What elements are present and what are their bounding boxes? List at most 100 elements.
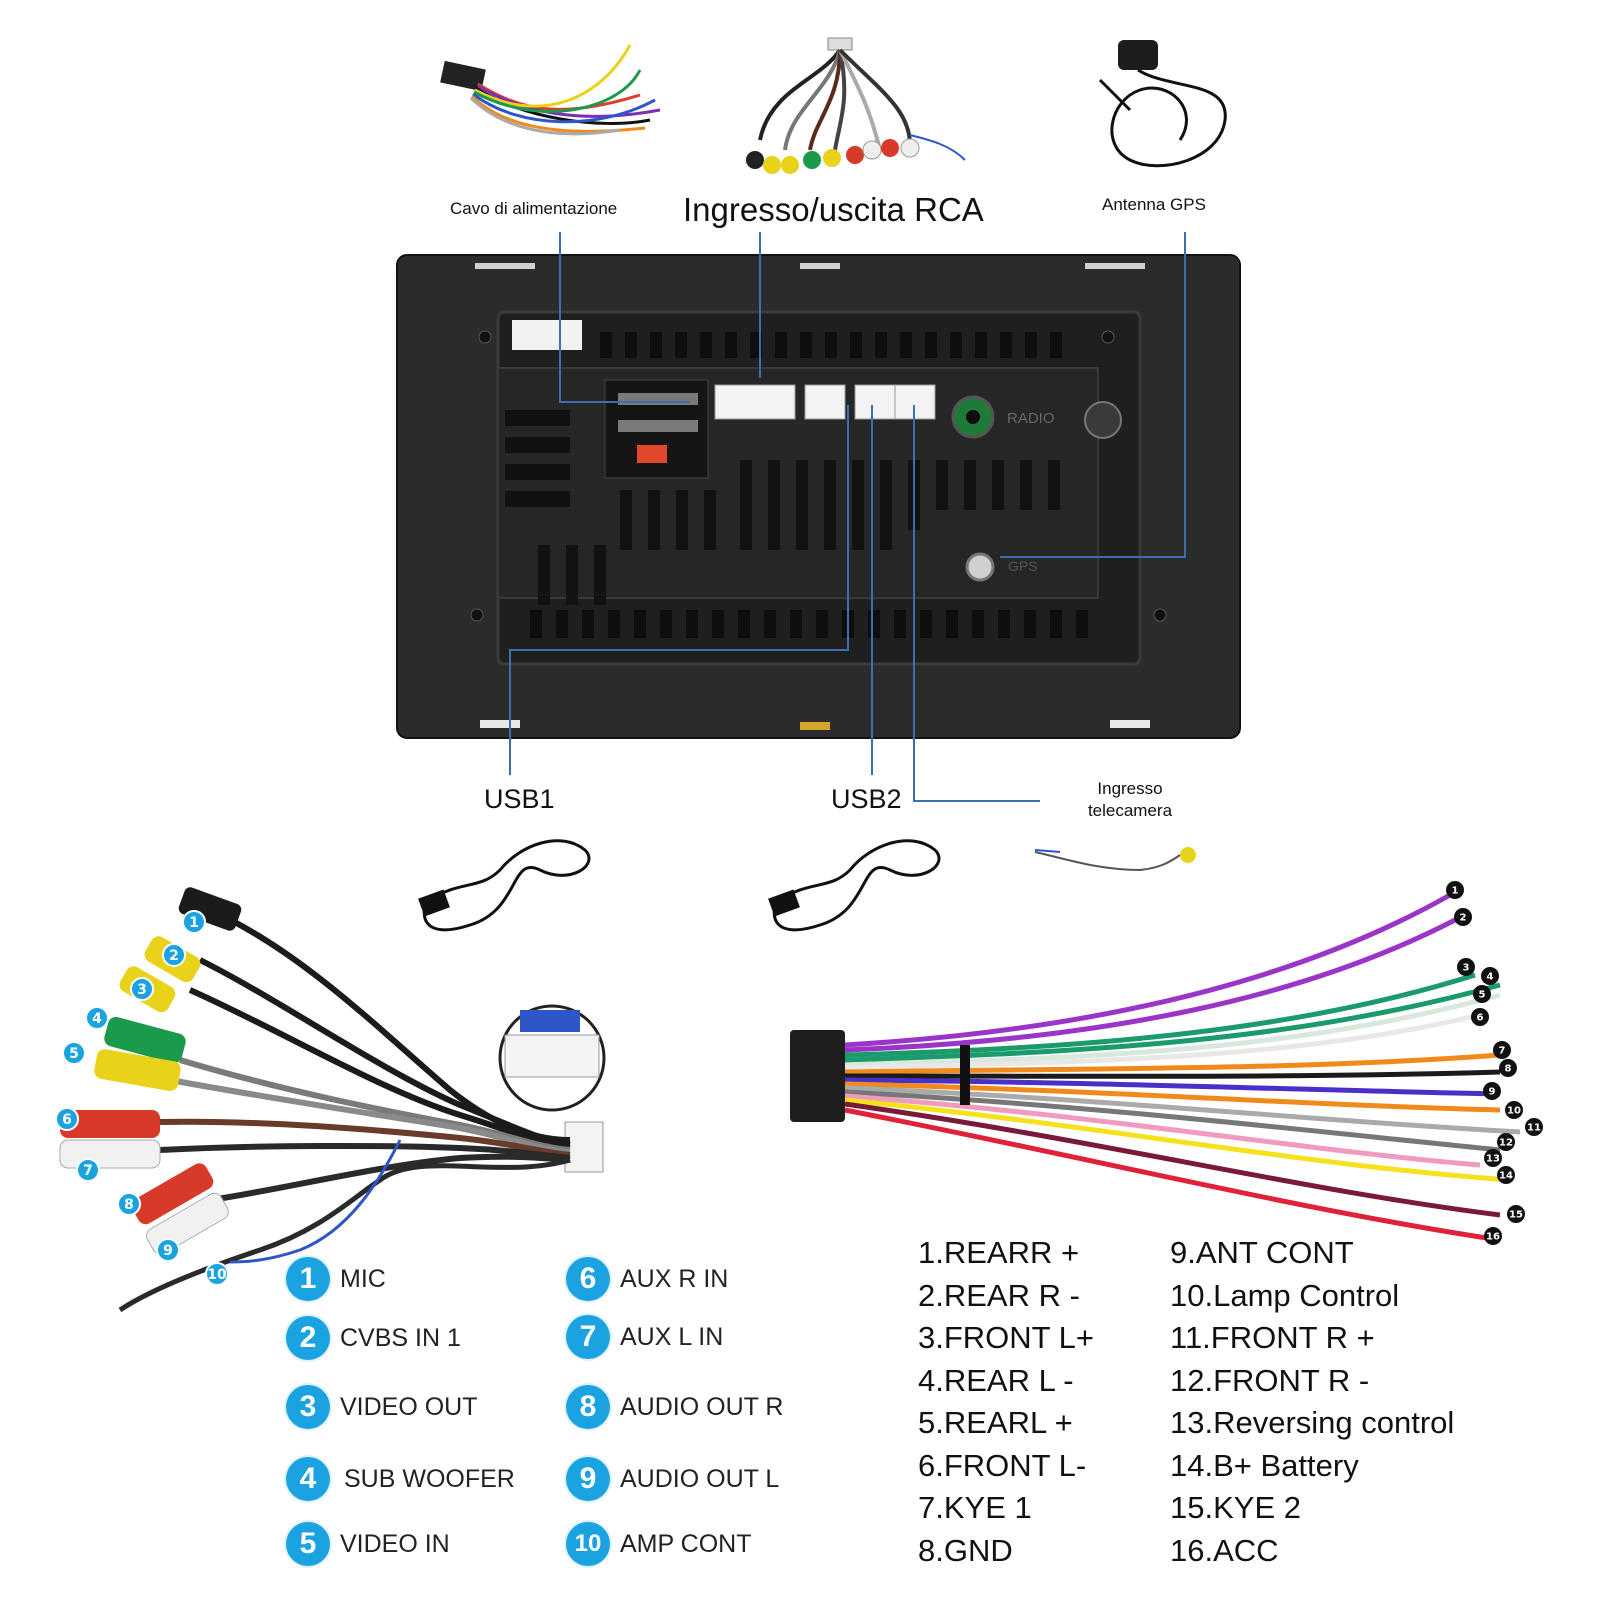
svg-text:8: 8: [124, 1197, 134, 1213]
legend-badge: 8: [566, 1385, 610, 1429]
pin-item: 10.Lamp Control: [1170, 1277, 1400, 1313]
usb-cable-illustrations: [418, 839, 941, 932]
svg-text:11: 11: [1527, 1123, 1541, 1134]
legend-item: 8 AUDIO OUT R: [566, 1385, 783, 1429]
rca-number-tag: 7: [76, 1158, 100, 1182]
pin-item: 8.GND: [918, 1532, 1013, 1568]
svg-text:9: 9: [163, 1243, 173, 1259]
svg-text:6: 6: [62, 1112, 72, 1128]
legend-badge: 9: [566, 1457, 610, 1501]
legend-label: AUX R IN: [620, 1264, 729, 1293]
rca-harness-illustration: [746, 37, 966, 174]
wire-number-tag: 14: [1497, 1166, 1515, 1184]
wire-number-tag: 15: [1507, 1205, 1525, 1223]
legend-item: 2 CVBS IN 1: [286, 1316, 461, 1360]
pin-item: 1.REARR +: [918, 1235, 1080, 1270]
legend-item: 3 VIDEO OUT: [286, 1385, 478, 1429]
legend-badge: 7: [566, 1315, 610, 1359]
wire-number-tag: 13: [1484, 1149, 1502, 1167]
gps-marking: GPS: [1008, 558, 1038, 574]
pin-item: 5.REARL +: [918, 1405, 1073, 1440]
rca-number-tag: 3: [130, 977, 154, 1001]
pin-item: 6.FRONT L-: [918, 1447, 1087, 1483]
power-pin-list-right: 9.ANT CONT 10.Lamp Control 11.FRONT R + …: [1170, 1232, 1454, 1572]
svg-text:5: 5: [1479, 990, 1486, 1001]
legend-label: SUB WOOFER: [344, 1464, 515, 1493]
wire-number-tag: 5: [1473, 985, 1491, 1003]
radio-marking: RADIO: [1007, 410, 1055, 427]
pin-item: 9.ANT CONT: [1170, 1235, 1354, 1270]
legend-item: 5 VIDEO IN: [286, 1522, 450, 1566]
rca-number-tag: 10: [205, 1262, 229, 1286]
svg-text:7: 7: [1499, 1046, 1506, 1057]
svg-text:9: 9: [1489, 1087, 1496, 1098]
legend-badge: 6: [566, 1257, 610, 1301]
power-cable-label: Cavo di alimentazione: [450, 199, 618, 218]
legend-item: 7 AUX L IN: [566, 1315, 723, 1359]
svg-text:2: 2: [169, 948, 179, 964]
wire-number-tag: 6: [1471, 1008, 1489, 1026]
legend-label: MIC: [340, 1264, 386, 1293]
legend-badge: 3: [286, 1385, 330, 1429]
legend-item: 10 AMP CONT: [566, 1522, 752, 1566]
wire-number-tag: 9: [1483, 1082, 1501, 1100]
rca-number-tag: 4: [85, 1006, 109, 1030]
pin-item: 14.B+ Battery: [1170, 1447, 1359, 1483]
rca-number-tag: 8: [117, 1192, 141, 1216]
head-unit-back: [396, 254, 1241, 739]
svg-text:1: 1: [1452, 886, 1459, 897]
legend-badge: 4: [286, 1457, 330, 1501]
svg-text:3: 3: [137, 982, 147, 998]
legend-label: VIDEO IN: [340, 1529, 450, 1558]
legend-item: 9 AUDIO OUT L: [566, 1457, 779, 1501]
leader-lines: [509, 232, 1186, 802]
wire-number-tag: 12: [1497, 1133, 1515, 1151]
legend-item: 1 MIC: [286, 1257, 386, 1301]
gps-antenna-label: Antenna GPS: [1102, 195, 1206, 214]
legend-badge: 5: [286, 1522, 330, 1566]
svg-text:13: 13: [1486, 1154, 1500, 1165]
svg-text:14: 14: [1499, 1171, 1513, 1182]
pin-item: 11.FRONT R +: [1170, 1320, 1375, 1355]
camera-cable-illustration: [1034, 847, 1196, 872]
power-harness-illustration: [440, 44, 661, 136]
camera-input-label: Ingresso telecamera: [1087, 779, 1173, 820]
usb1-label: USB1: [484, 784, 555, 814]
svg-text:10: 10: [207, 1267, 227, 1283]
legend-badge: 2: [286, 1316, 330, 1360]
pin-item: 16.ACC: [1170, 1532, 1279, 1568]
svg-text:2: 2: [1460, 913, 1467, 924]
gps-antenna-illustration: [1098, 40, 1227, 168]
pin-item: 15.KYE 2: [1170, 1490, 1301, 1525]
legend-label: VIDEO OUT: [340, 1392, 478, 1421]
wire-number-tag: 3: [1457, 958, 1475, 976]
legend-item: 4 SUB WOOFER: [286, 1457, 515, 1501]
power-pin-list-left: 1.REARR + 2.REAR R - 3.FRONT L+ 4.REAR L…: [918, 1232, 1094, 1572]
svg-text:5: 5: [69, 1046, 79, 1062]
rca-label: Ingresso/uscita RCA: [683, 191, 984, 228]
svg-text:12: 12: [1499, 1138, 1513, 1149]
svg-text:6: 6: [1477, 1013, 1484, 1024]
power-harness-detail: [790, 892, 1521, 1243]
rca-number-tag: 9: [156, 1238, 180, 1262]
svg-text:7: 7: [83, 1163, 93, 1179]
pin-item: 12.FRONT R -: [1170, 1362, 1370, 1398]
legend-badge: 10: [566, 1522, 610, 1566]
wire-number-tag: 8: [1499, 1059, 1517, 1077]
svg-text:4: 4: [92, 1011, 102, 1027]
wire-number-tag: 16: [1484, 1227, 1502, 1245]
wire-number-tag: 4: [1481, 967, 1499, 985]
pin-item: 7.KYE 1: [918, 1490, 1032, 1525]
svg-text:8: 8: [1505, 1064, 1512, 1075]
wire-number-tag: 10: [1505, 1101, 1523, 1119]
legend-label: AUDIO OUT L: [620, 1464, 780, 1493]
rca-harness-detail: [59, 887, 606, 1313]
pin-item: 13.Reversing control: [1170, 1405, 1455, 1440]
wire-number-tag: 11: [1525, 1118, 1543, 1136]
pin-item: 4.REAR L -: [918, 1362, 1074, 1398]
svg-text:1: 1: [189, 915, 199, 931]
legend-label: CVBS IN 1: [340, 1323, 461, 1352]
legend-label: AMP CONT: [620, 1529, 752, 1558]
